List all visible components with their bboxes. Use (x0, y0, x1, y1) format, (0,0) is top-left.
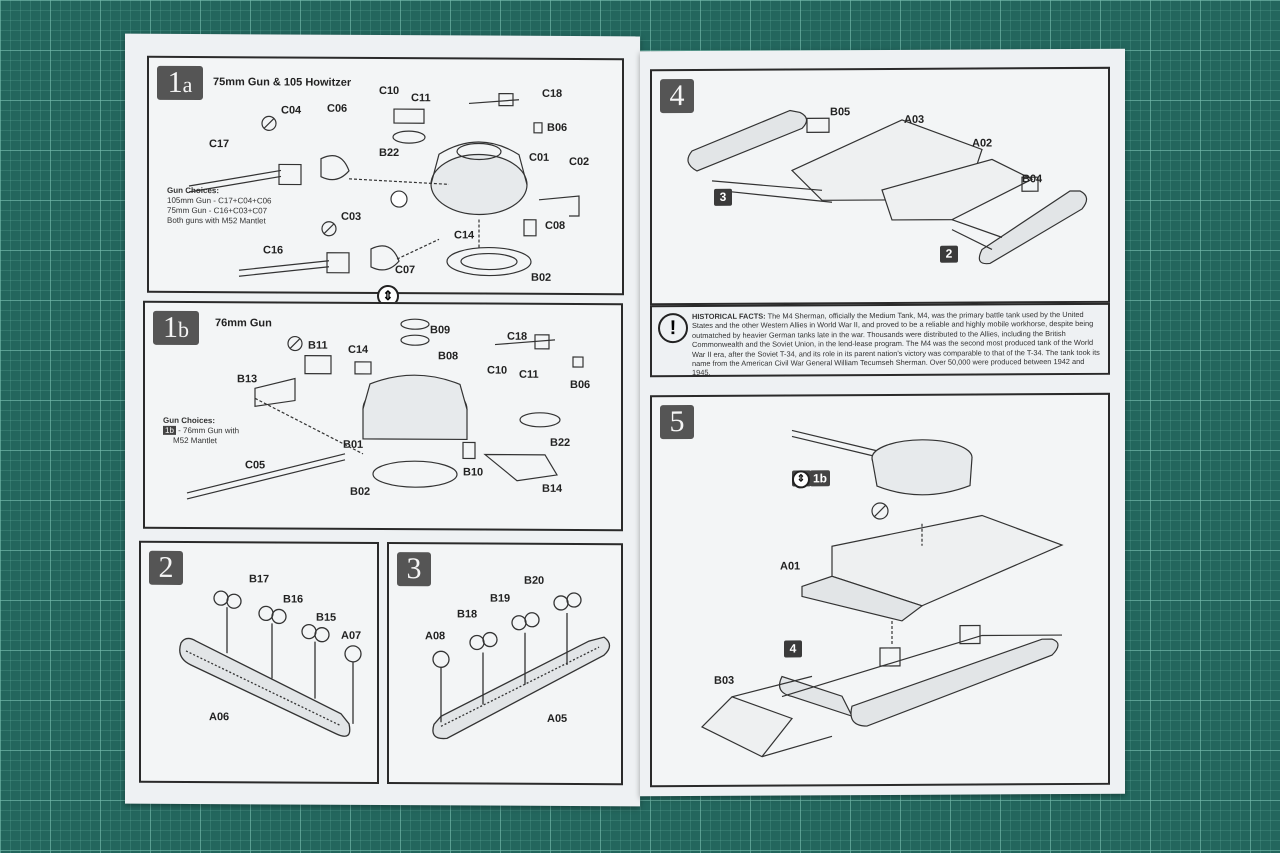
panel-1a: 1a 75mm Gun & 105 Howitzer (147, 55, 624, 296)
part-label: C03 (341, 210, 362, 223)
part-label: A06 (209, 711, 230, 724)
left-track-drawing (179, 590, 362, 737)
part-label: C10 (487, 364, 508, 377)
part-label: C01 (529, 151, 550, 164)
right-track-drawing (432, 592, 611, 740)
hull-chassis-drawing (687, 109, 1088, 265)
part-label: C14 (348, 343, 369, 356)
final-assembly-drawing (700, 429, 1064, 758)
part-label: A03 (904, 113, 925, 126)
instruction-sheet-left: 1a 75mm Gun & 105 Howitzer (125, 33, 640, 807)
panel-3: 3 B20 B19 B18 A08 A05 (387, 542, 623, 786)
part-label: C18 (507, 330, 528, 343)
part-label: B15 (316, 611, 337, 624)
turret-assembly-drawing (188, 93, 580, 277)
panel-4: 4 B05 A03 A02 B04 3 2 (650, 66, 1110, 306)
step-ref-2: 2 (940, 245, 958, 263)
gun-choices: Gun Choices: 105mm Gun - C17+C04+C06 75m… (167, 185, 272, 226)
panel-2: 2 B17 B16 B15 A07 A06 (139, 540, 379, 784)
part-label: B16 (283, 593, 304, 606)
part-label: B11 (308, 339, 328, 352)
instruction-sheet-right: 4 B05 A03 A02 B04 3 2 ! HISTORICAL FA (640, 48, 1125, 797)
part-label: C02 (569, 155, 590, 169)
part-label: C11 (519, 368, 539, 381)
part-label: B02 (531, 271, 552, 284)
part-label: B06 (547, 121, 568, 134)
part-label: C11 (411, 92, 431, 105)
part-label: B08 (438, 350, 459, 363)
part-label: B02 (350, 485, 371, 498)
part-label: B19 (490, 592, 511, 605)
part-label: B18 (457, 608, 478, 621)
part-label: C07 (395, 264, 416, 277)
part-label: C05 (245, 459, 266, 472)
part-label: C04 (281, 104, 302, 117)
historical-facts-box: ! HISTORICAL FACTS: The M4 Sherman, offi… (650, 302, 1110, 378)
part-label: A08 (425, 630, 446, 643)
either-or-icon: ⇕ (792, 470, 810, 489)
panel-5: 5 1a ⇕ 1b (650, 392, 1110, 788)
turret-76mm-drawing (186, 318, 584, 500)
part-label: A01 (780, 560, 801, 573)
historical-facts-text: HISTORICAL FACTS: The M4 Sherman, offici… (692, 309, 1100, 378)
part-label: B03 (714, 674, 735, 687)
part-label: B20 (524, 574, 545, 587)
part-label: B09 (430, 324, 451, 337)
part-label: C06 (327, 102, 348, 115)
exclamation-icon: ! (658, 313, 688, 344)
part-label: B05 (830, 106, 851, 119)
part-label: A07 (341, 629, 362, 642)
part-label: C18 (542, 87, 563, 100)
part-label: B22 (379, 146, 400, 160)
step-ref-4: 4 (784, 640, 802, 658)
part-label: B01 (343, 438, 364, 451)
part-label: C17 (209, 138, 230, 151)
ref-1b: 1b (810, 470, 831, 487)
part-label: B06 (570, 378, 591, 392)
part-label: C08 (545, 219, 566, 232)
gun-choices: Gun Choices: 1b - 76mm Gun with M52 Mant… (163, 415, 240, 446)
part-label: C16 (263, 244, 284, 257)
part-label: B14 (542, 482, 563, 495)
part-label: B17 (249, 573, 270, 586)
part-label: A02 (972, 137, 993, 150)
step-ref-3: 3 (714, 188, 732, 206)
part-label: B13 (237, 373, 258, 386)
turret-choice-ref: 1a ⇕ 1b (792, 470, 831, 489)
part-label: C10 (379, 84, 400, 98)
panel-1b: 1b 76mm Gun B09 B11 (143, 300, 623, 532)
part-label: B04 (1022, 173, 1043, 186)
part-label: C14 (454, 229, 475, 242)
part-label: B22 (550, 436, 571, 449)
part-label: B10 (463, 466, 484, 479)
part-label: A05 (547, 712, 568, 725)
